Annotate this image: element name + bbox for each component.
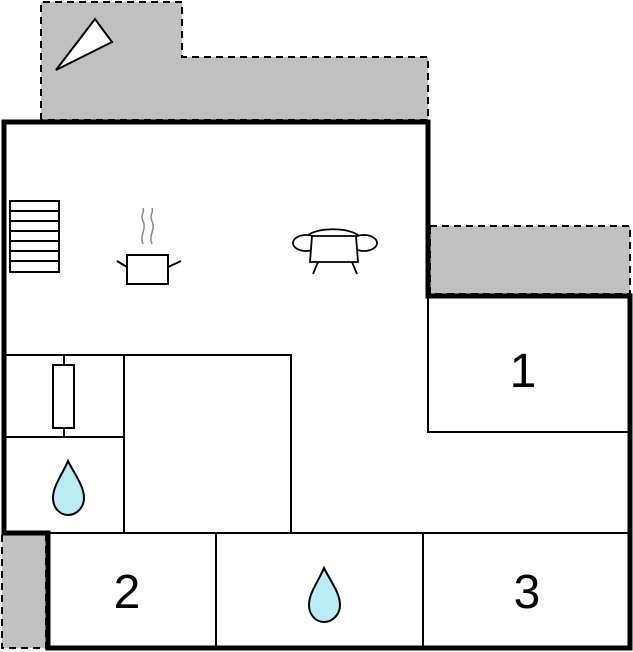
interior-walls [4,296,630,648]
radiator-icon [52,355,75,437]
room-number-3: 3 [514,566,541,619]
water-drop-icon [307,565,342,624]
cooking-pot-icon [116,207,182,285]
water-drop-icon [51,458,86,517]
terrace-top [40,1,429,121]
house-main [4,122,630,648]
terrace-left-bottom [1,535,47,649]
outer-walls [1,119,633,651]
room-number-2: 2 [114,566,141,619]
sofa-icon [292,228,378,275]
compass-arrow-icon [55,17,114,71]
terrace-right [429,225,631,295]
room-number-1: 1 [510,345,537,398]
stairs-icon [9,200,60,273]
